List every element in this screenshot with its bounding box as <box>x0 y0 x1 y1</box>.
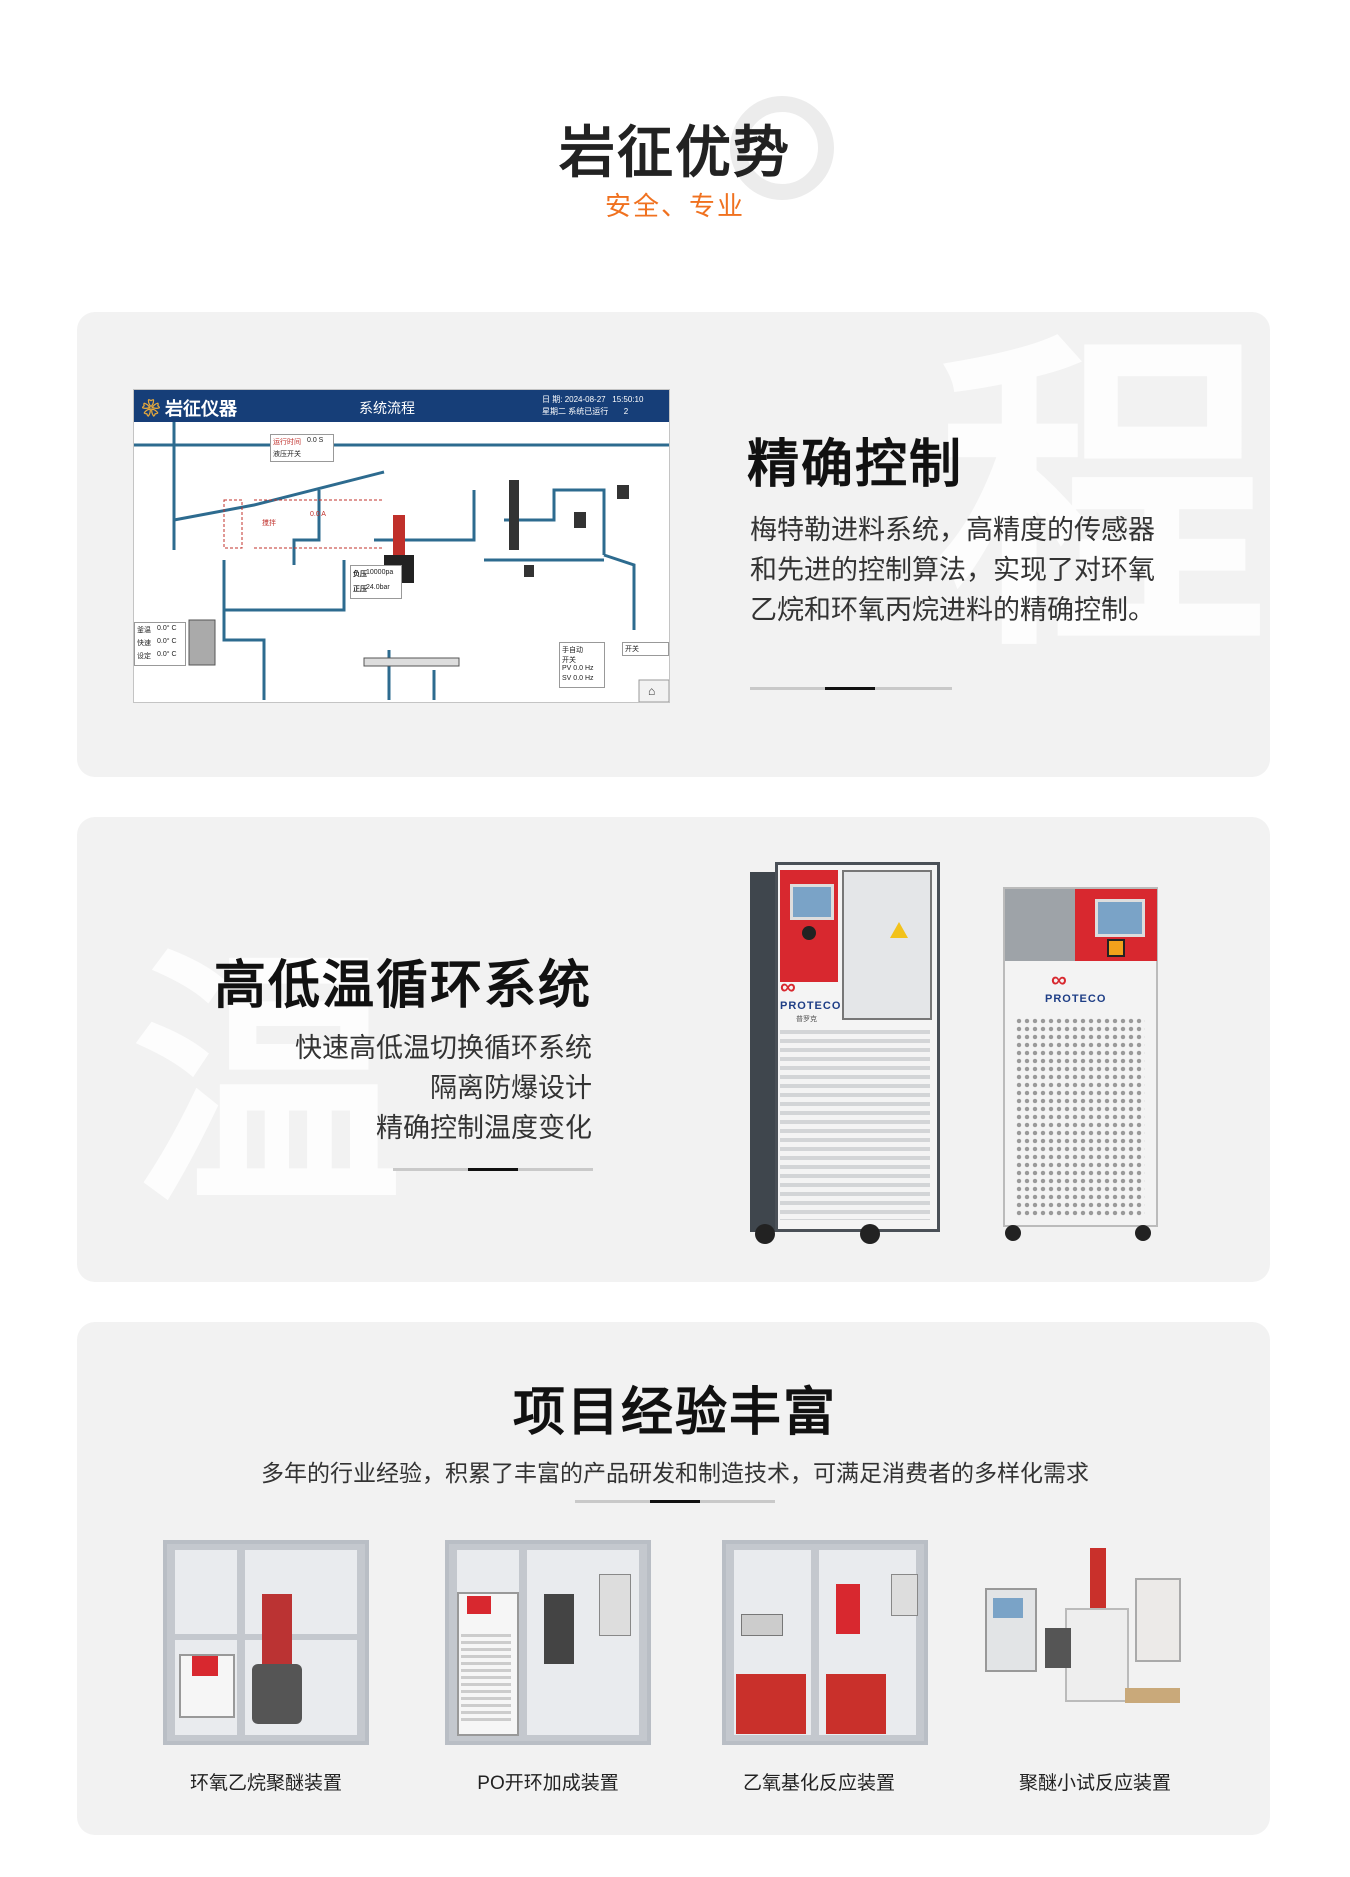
control-screen-image: ❀ 岩征仪器 系统流程 日 期: 2024-08-27 15:50:10 星期二… <box>133 389 670 703</box>
section2-line-2: 隔离防爆设计 <box>430 1073 592 1103</box>
product-caption-4: 聚醚小试反应装置 <box>1018 1773 1171 1794</box>
ghost-character: 程 <box>937 312 1267 691</box>
hmi-stirrer-value: 0.0 A <box>310 511 326 518</box>
brand-logo: PROTECO <box>780 1000 842 1012</box>
proteco-logo-icon: ∞ <box>780 974 796 999</box>
hmi-brand: 岩征仪器 <box>165 399 238 419</box>
hmi-switch-box: 开关 <box>622 642 669 656</box>
section1-description: 梅特勒进料系统，高精度的传感器和先进的控制算法，实现了对环氧乙烷和环氧丙烷进料的… <box>750 515 1155 625</box>
hmi-stirrer-label: 搅拌 <box>262 520 276 527</box>
hmi-header-bar: ❀ 岩征仪器 系统流程 日 期: 2024-08-27 15:50:10 星期二… <box>134 390 669 422</box>
product-image-ethoxylation <box>722 1540 928 1745</box>
hmi-logo-icon: ❀ <box>142 399 160 419</box>
page-subtitle: 安全、专业 <box>604 191 745 221</box>
hmi-pump-panel: 手自动 开关 PV 0.0 Hz SV 0.0 Hz <box>559 642 605 688</box>
section1-divider <box>750 687 952 690</box>
hmi-process-diagram <box>134 422 669 702</box>
section2-title: 高低温循环系统 <box>213 957 592 1015</box>
circulator-unit-small: ∞ PROTECO <box>1003 887 1163 1242</box>
page-title: 岩征优势 <box>559 121 791 184</box>
brand-logo: PROTECO <box>1045 993 1107 1005</box>
hmi-pressure-box: 负压 10000pa 正压 24.0bar <box>350 565 402 599</box>
product-image-eo-polyether <box>163 1540 369 1745</box>
section3-description: 多年的行业经验，积累了丰富的产品研发和制造技术，可满足消费者的多样化需求 <box>261 1460 1089 1486</box>
section1-title: 精确控制 <box>747 436 964 494</box>
hmi-temperature-panel: 釜温 0.0° C 快速 0.0° C 设定 0.0° C <box>134 622 186 666</box>
section2-line-3: 精确控制温度变化 <box>376 1113 592 1143</box>
product-image-polyether-pilot <box>985 1548 1195 1728</box>
circulator-unit-large: ∞ PROTECO 普罗克 <box>750 862 950 1244</box>
product-caption-1: 环氧乙烷聚醚装置 <box>189 1773 342 1794</box>
section2-line-1: 快速高低温切换循环系统 <box>295 1033 592 1063</box>
section3-divider <box>575 1500 775 1503</box>
ghost-character: 温 <box>132 923 402 1241</box>
hmi-datetime: 日 期: 2024-08-27 15:50:10 星期二 系统已运行 2 <box>542 395 644 416</box>
section2-divider <box>393 1168 593 1171</box>
hmi-runtime-box: 运行时间 0.0 S 液压开关 <box>270 434 334 462</box>
proteco-logo-icon: ∞ <box>1051 967 1067 992</box>
hmi-screen-title: 系统流程 <box>359 400 415 416</box>
product-caption-2: PO开环加成装置 <box>477 1773 619 1794</box>
card-precise-control: 程 <box>77 312 1270 777</box>
product-image-po-ring-opening <box>445 1540 651 1745</box>
product-caption-3: 乙氧基化反应装置 <box>742 1773 895 1794</box>
section3-title: 项目经验丰富 <box>512 1384 837 1442</box>
hmi-home-icon: ⌂ <box>648 684 656 698</box>
